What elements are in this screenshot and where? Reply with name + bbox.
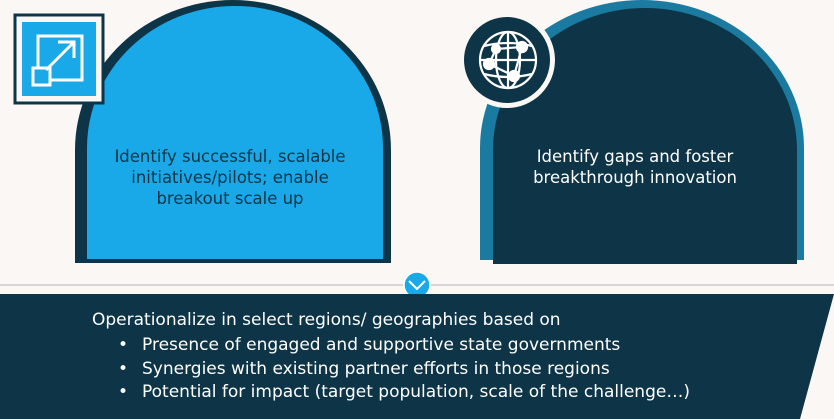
left-card-text: Identify successful, scalable initiative… [114,147,346,208]
right-card-text: Identify gaps and foster breakthrough in… [533,147,737,187]
left-card-body [87,6,383,259]
left-card [0,0,834,299]
chevron-down-icon [408,280,426,291]
globe-network-icon [478,30,538,90]
right-card-body [493,8,797,264]
bullet-item: Presence of engaged and supportive state… [112,334,690,358]
bullet-list: Presence of engaged and supportive state… [112,334,690,405]
bullet-item: Synergies with existing partner efforts … [112,358,690,382]
scale-up-arrow-icon [31,34,84,87]
bottom-title: Operationalize in select regions/ geogra… [92,310,561,330]
bullet-item: Potential for impact (target population,… [112,381,690,405]
